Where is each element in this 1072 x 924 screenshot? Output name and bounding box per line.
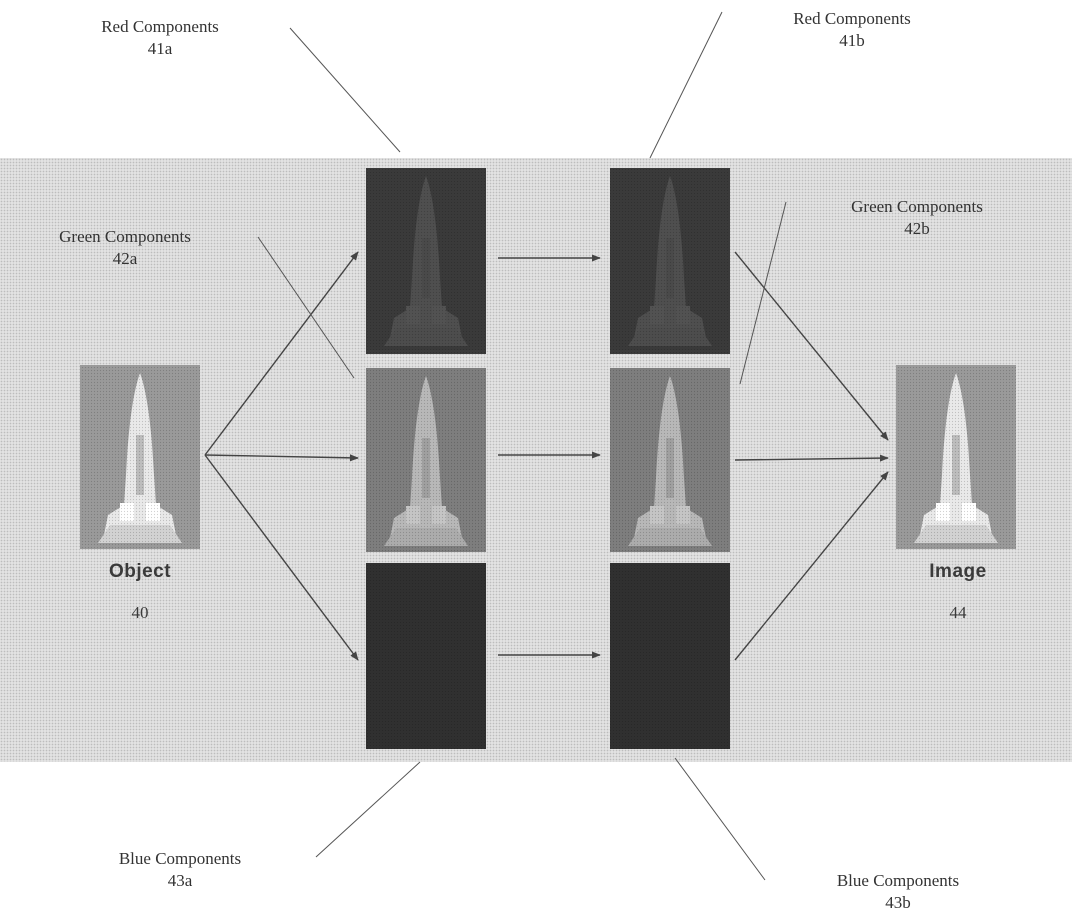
arrow-green-to-image <box>735 458 888 460</box>
label-red-b-ref: 41b <box>752 30 952 52</box>
green-panel-b <box>610 368 730 552</box>
label-green-components-42b: Green Components 42b <box>812 196 1022 240</box>
label-red-a-ref: 41a <box>60 38 260 60</box>
red-panel-b <box>610 168 730 354</box>
arrow-object-to-red <box>205 252 358 455</box>
label-blue-b-name: Blue Components <box>798 870 998 892</box>
label-blue-a-name: Blue Components <box>80 848 280 870</box>
label-blue-b-ref: 43b <box>798 892 998 914</box>
label-green-a-name: Green Components <box>20 226 230 248</box>
label-green-a-ref: 42a <box>20 248 230 270</box>
label-blue-components-43b: Blue Components 43b <box>798 870 998 914</box>
label-blue-a-ref: 43a <box>80 870 280 892</box>
leader-green-b <box>740 202 786 384</box>
arrow-object-to-green <box>205 455 358 458</box>
blue-panel-b <box>610 563 730 749</box>
leader-green-a <box>258 237 354 378</box>
object-caption: Object <box>80 561 200 583</box>
image-ref-number: 44 <box>898 603 1018 623</box>
leader-blue-b <box>675 758 765 880</box>
blue-panel-a <box>366 563 486 749</box>
label-blue-components-43a: Blue Components 43a <box>80 848 280 892</box>
label-red-components-41b: Red Components 41b <box>752 8 952 52</box>
label-red-b-name: Red Components <box>752 8 952 30</box>
arrow-red-to-image <box>735 252 888 440</box>
green-panel-a <box>366 368 486 552</box>
label-red-components-41a: Red Components 41a <box>60 16 260 60</box>
arrow-object-to-blue <box>205 455 358 660</box>
leader-blue-a <box>316 762 420 857</box>
leader-red-a <box>290 28 400 152</box>
output-image <box>896 365 1016 549</box>
label-red-a-name: Red Components <box>60 16 260 38</box>
red-panel-a <box>366 168 486 354</box>
object-image <box>80 365 200 549</box>
image-caption: Image <box>898 561 1018 583</box>
label-green-components-42a: Green Components 42a <box>20 226 230 270</box>
object-ref-number: 40 <box>80 603 200 623</box>
label-green-b-name: Green Components <box>812 196 1022 218</box>
label-green-b-ref: 42b <box>812 218 1022 240</box>
leader-red-b <box>650 12 722 158</box>
arrow-blue-to-image <box>735 472 888 660</box>
